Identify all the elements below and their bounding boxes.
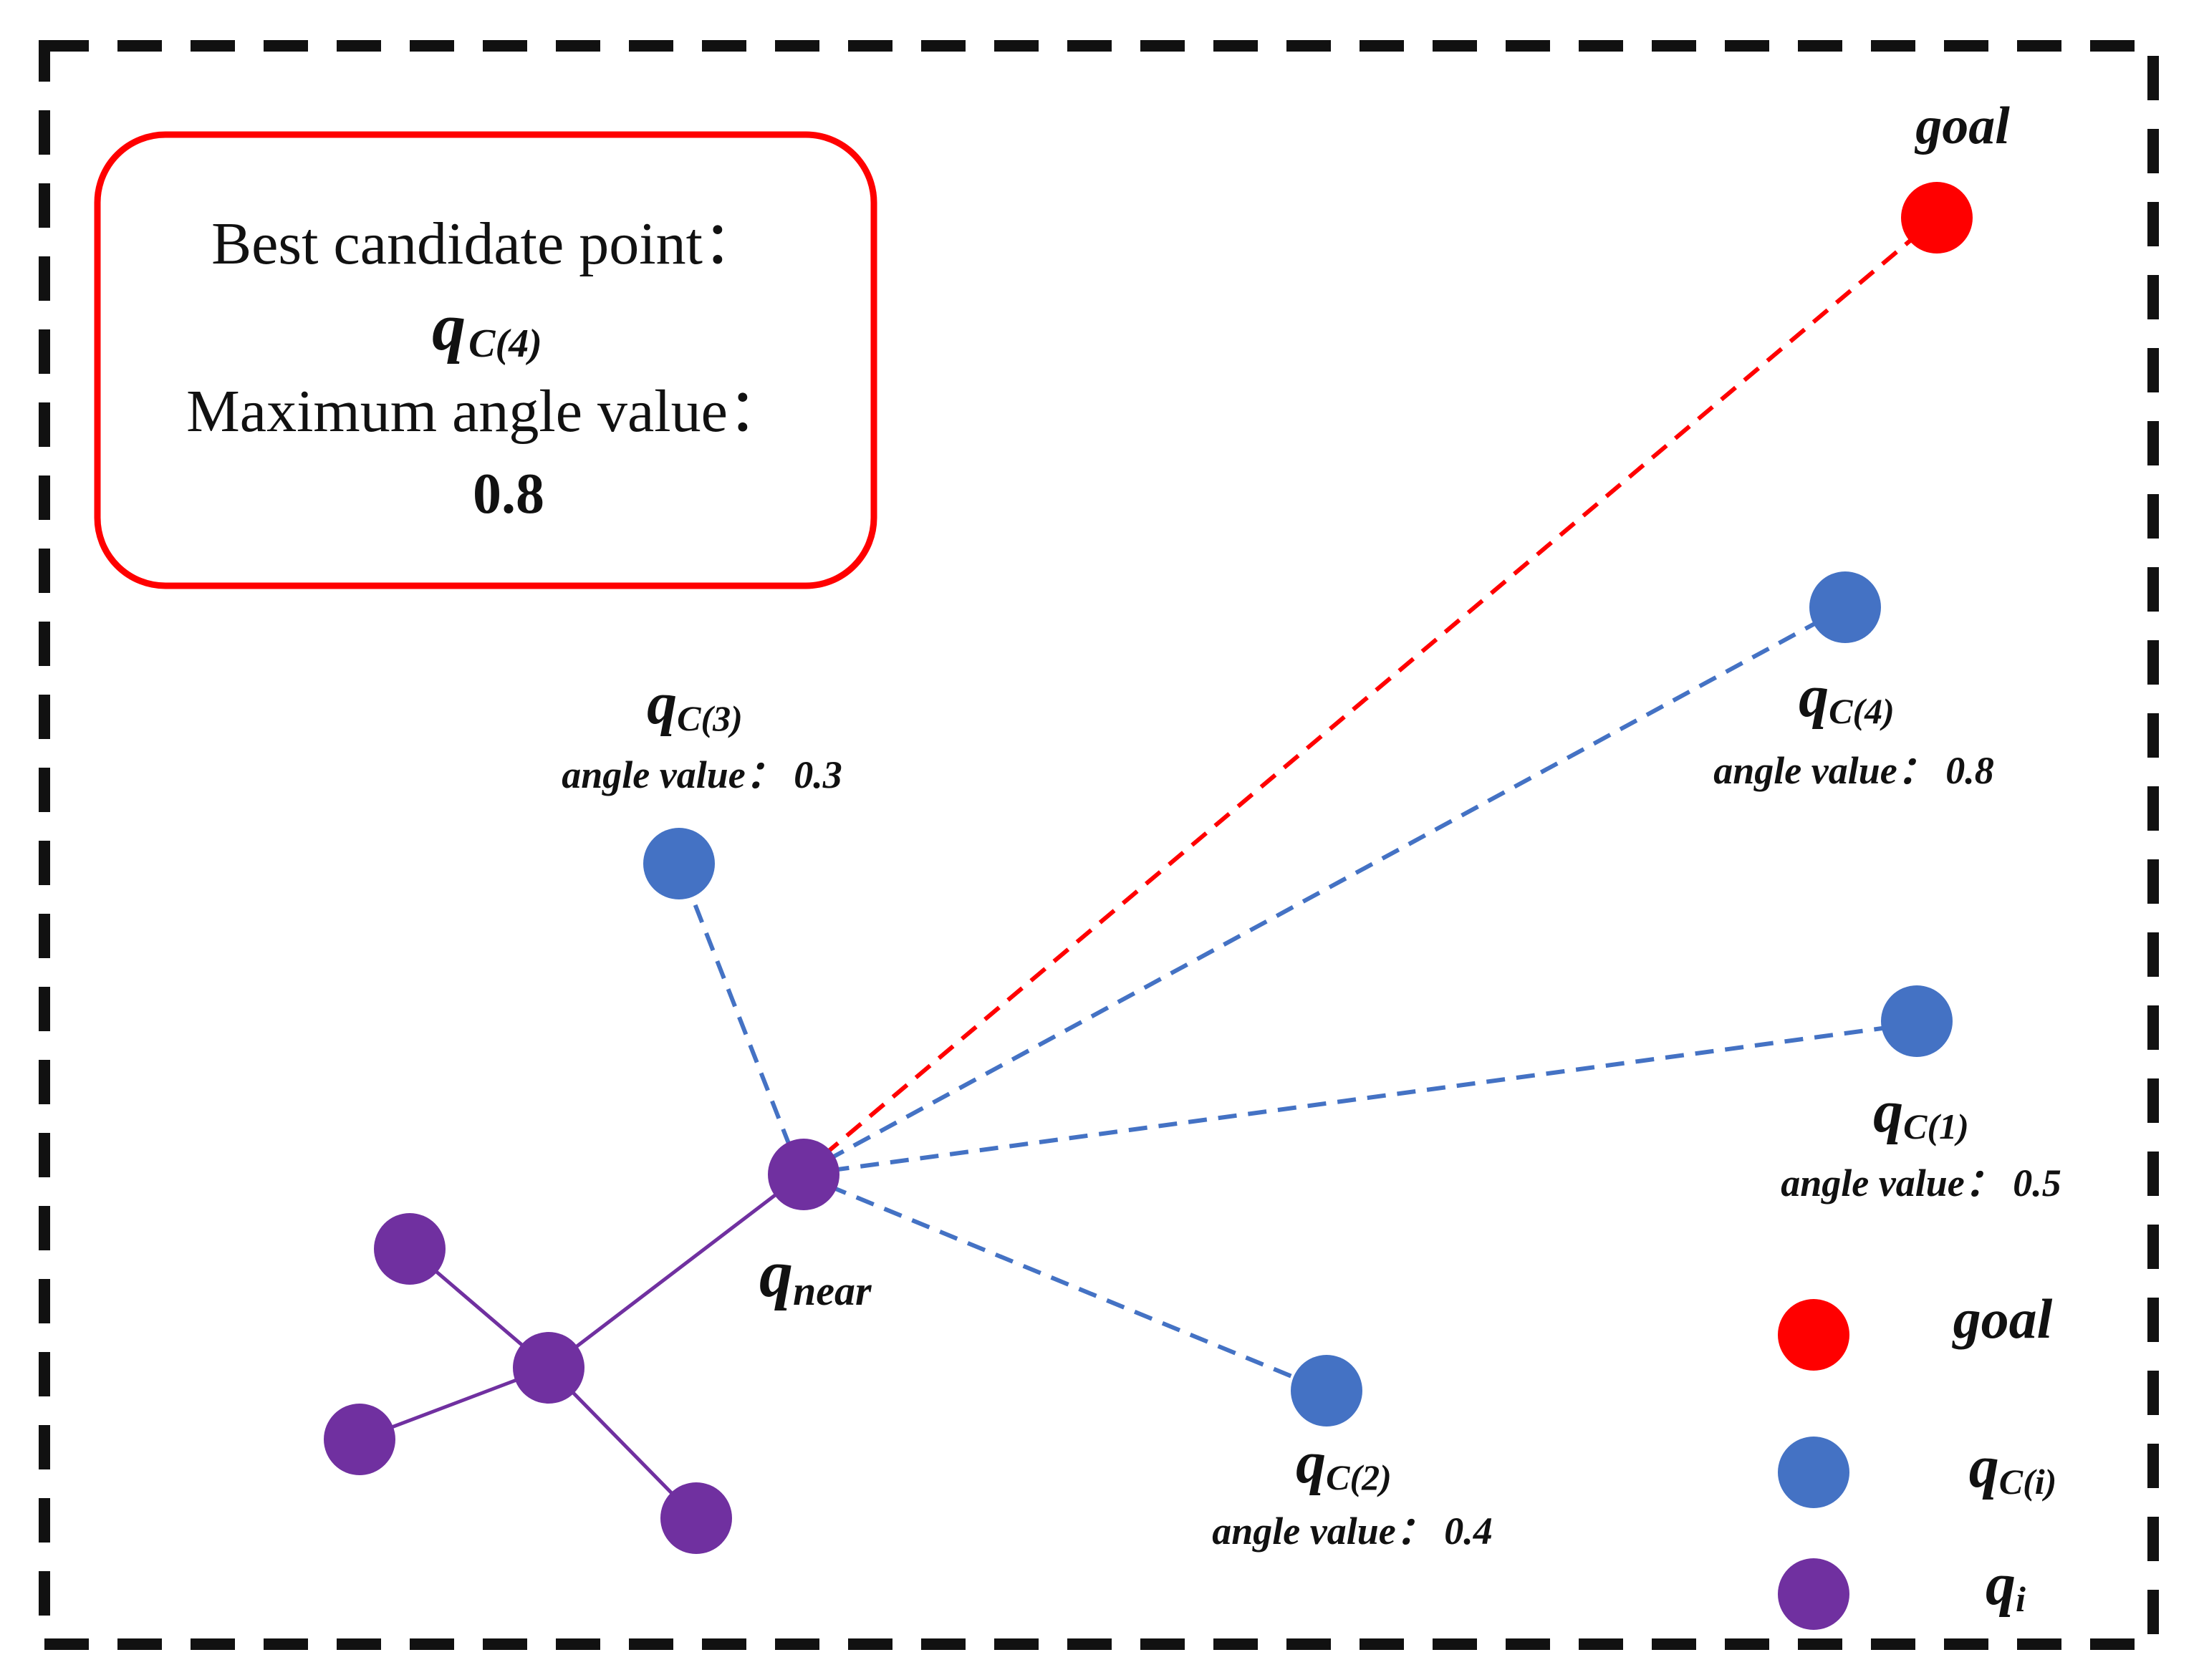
info-max-angle-value: 0.8 [473, 463, 544, 526]
angle-value-c2: angle value： 0.4 [1212, 1510, 1492, 1553]
candidate-label-c3: qC(3) [647, 670, 743, 738]
legend-candidate-label: qC(i) [1969, 1434, 2057, 1502]
angle-value-c3: angle value： 0.3 [562, 753, 842, 796]
angle-value-c4: angle value： 0.8 [1713, 749, 1993, 792]
tree-node [660, 1482, 732, 1554]
info-best-candidate-value: qC(4) [432, 290, 542, 366]
candidate-label-c4: qC(4) [1799, 663, 1895, 731]
candidate-label-c1: qC(1) [1873, 1078, 1969, 1146]
candidate-node-c1 [1881, 985, 1953, 1057]
line-to-c4 [799, 607, 1844, 1177]
line-to-goal [799, 218, 1935, 1177]
outer-dashed-frame [39, 40, 2159, 1650]
line-to-c2 [799, 1172, 1328, 1393]
info-box [94, 131, 877, 589]
tree-edge [547, 1173, 804, 1369]
candidate-node-c2 [1291, 1355, 1362, 1426]
candidate-node-c3 [643, 828, 715, 899]
candidate-node-c4 [1809, 571, 1881, 643]
goal-label: goal [1914, 97, 2010, 155]
legend-goal-label: goal [1952, 1288, 2053, 1350]
legend-tree-swatch [1778, 1558, 1849, 1630]
legend-candidate-swatch [1778, 1437, 1849, 1508]
legend-tree-label: qi [1986, 1551, 2026, 1619]
info-max-angle-label: Maximum angle value： [186, 378, 788, 445]
q-near-node [768, 1139, 839, 1210]
tree-node [513, 1332, 584, 1404]
info-best-candidate-label: Best candidate point： [211, 211, 763, 277]
line-to-c1 [800, 1022, 1915, 1177]
q-near-label: qnear [759, 1237, 872, 1314]
tree-node [374, 1213, 446, 1285]
line-to-c3 [677, 862, 803, 1176]
goal-node [1901, 182, 1973, 254]
legend-goal-swatch [1778, 1299, 1849, 1371]
legend: goal qC(i) qi [1778, 1288, 2056, 1630]
angle-value-c1: angle value： 0.5 [1781, 1162, 2061, 1205]
tree-node [324, 1404, 395, 1475]
candidate-label-c2: qC(2) [1296, 1429, 1392, 1497]
